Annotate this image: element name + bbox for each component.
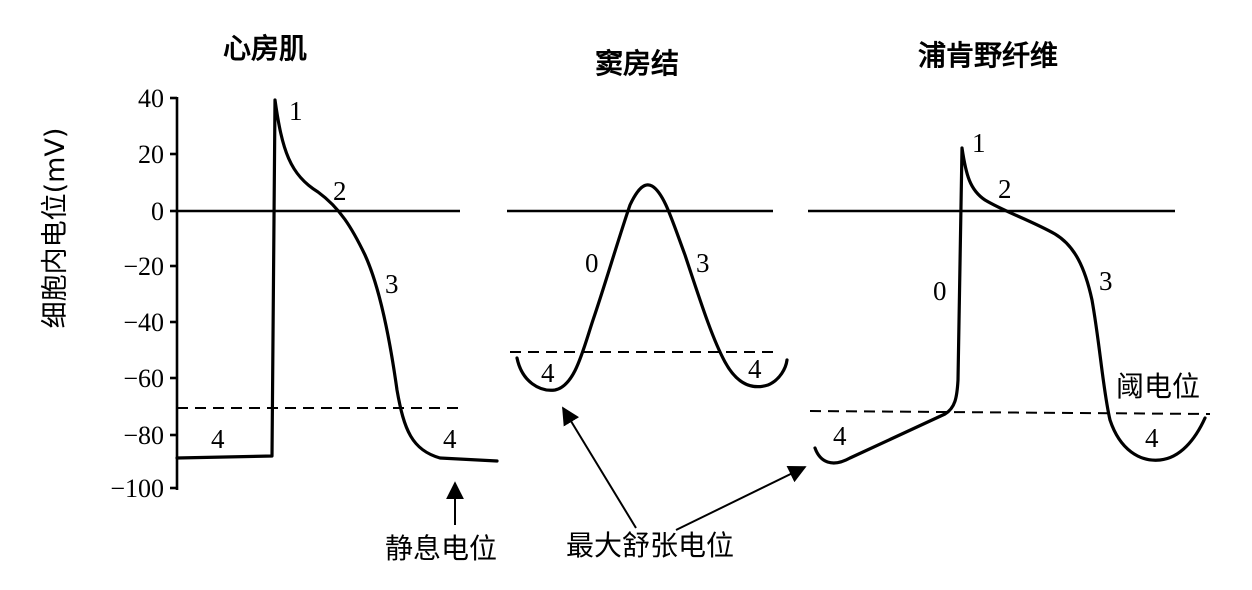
atrial-phase-2: 2: [333, 176, 347, 206]
purkinje-phase-4-left: 4: [833, 421, 847, 451]
tick-label-minus-20: −20: [123, 252, 164, 281]
tick-label-minus-100: −100: [110, 474, 164, 503]
y-axis-label: 细胞内电位(mV): [40, 128, 71, 329]
sinoatrial-action-potential-curve: [515, 183, 789, 392]
sinoatrial-phase-0: 0: [585, 248, 599, 278]
sinoatrial-phase-4-left: 4: [541, 358, 555, 388]
panel-title-sinoatrial: 窦房结: [595, 47, 679, 80]
tick-label-minus-40: −40: [123, 308, 164, 337]
max-diastolic-arrow-left: [562, 406, 637, 529]
tick-label-0: 0: [151, 197, 164, 226]
threshold-label: 阈电位: [1116, 370, 1200, 403]
atrial-phase-3: 3: [385, 269, 399, 299]
tick-label-minus-60: −60: [123, 364, 164, 393]
tick-label-40: 40: [138, 84, 164, 113]
purkinje-phase-1: 1: [972, 128, 986, 158]
tick-label-minus-80: −80: [123, 421, 164, 450]
purkinje-phase-4-right: 4: [1145, 423, 1159, 453]
max-diastolic-arrow-right: [675, 466, 807, 531]
purkinje-phase-0: 0: [933, 276, 947, 306]
y-axis-ticks: [170, 96, 177, 490]
atrial-phase-4-right: 4: [443, 424, 457, 454]
sinoatrial-phase-4-right: 4: [748, 354, 762, 384]
purkinje-threshold-line: [809, 410, 1211, 415]
panel-title-purkinje: 浦肯野纤维: [918, 39, 1058, 72]
purkinje-phase-3: 3: [1099, 266, 1113, 296]
tick-label-20: 20: [138, 140, 164, 169]
sinoatrial-phase-3: 3: [696, 248, 710, 278]
atrial-phase-1: 1: [289, 96, 303, 126]
max-diastolic-potential-label: 最大舒张电位: [566, 529, 734, 562]
atrial-phase-4-left: 4: [211, 424, 225, 454]
panel-title-atrial: 心房肌: [223, 32, 307, 65]
purkinje-phase-2: 2: [998, 174, 1012, 204]
purkinje-action-potential-curve: [813, 146, 1207, 465]
atrial-action-potential-curve: [175, 98, 499, 463]
resting-potential-label: 静息电位: [385, 532, 497, 565]
